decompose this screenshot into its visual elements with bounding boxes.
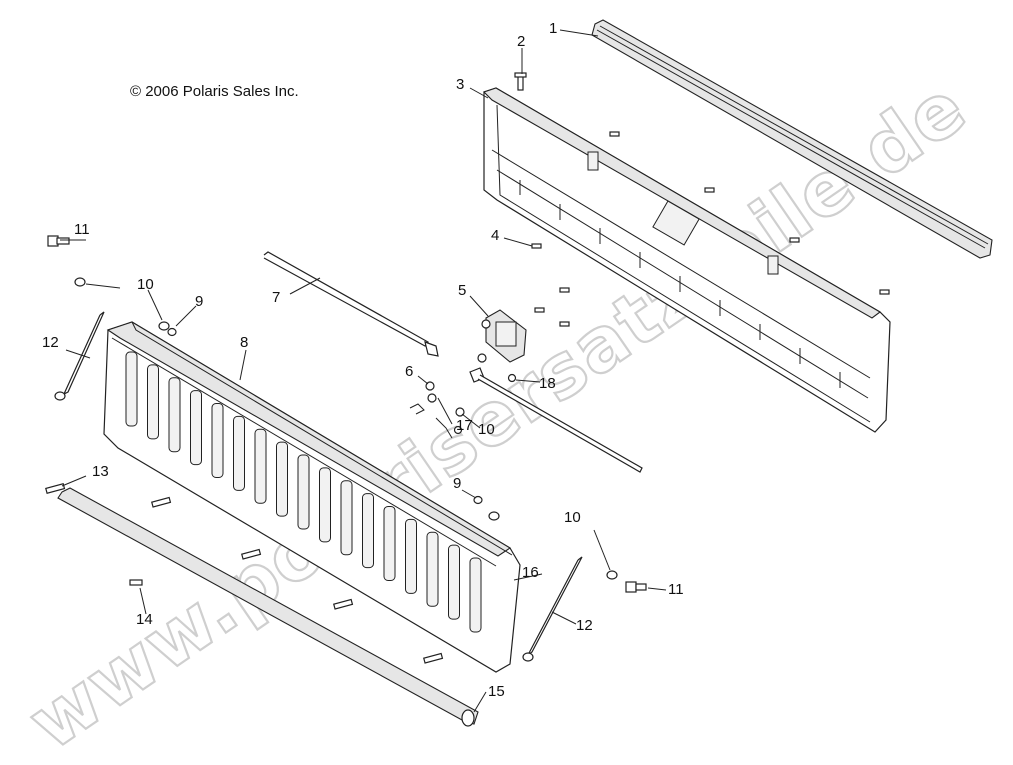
callout-2: 2: [517, 33, 525, 50]
callout-9-upper: 9: [195, 293, 203, 310]
callout-4: 4: [491, 227, 499, 244]
callout-9-lower: 9: [453, 475, 461, 492]
callout-16: 16: [522, 564, 539, 581]
panel-rib: [448, 544, 460, 620]
panel-rib: [147, 364, 159, 440]
latch-rod-7: [263, 251, 439, 357]
callout-5: 5: [458, 282, 466, 299]
support-cable-left: [54, 311, 105, 401]
callout-3: 3: [456, 76, 464, 93]
panel-rib: [362, 493, 374, 569]
washers: [74, 277, 618, 580]
latch-rod-18: [469, 367, 643, 473]
callout-7: 7: [272, 289, 280, 306]
panel-slot-group: [125, 351, 482, 633]
panel-rib: [426, 531, 439, 607]
panel-rib: [276, 441, 288, 517]
panel-rib: [297, 454, 310, 530]
panel-bolts: [45, 483, 444, 664]
screw-part-2: [514, 72, 527, 91]
panel-rib: [168, 377, 181, 453]
center-hardware: [409, 353, 517, 439]
callout-6: 6: [405, 363, 413, 380]
frame-screws: [531, 131, 890, 327]
callout-11-right: 11: [668, 581, 684, 598]
panel-rib: [190, 390, 202, 466]
support-cable-right: [522, 556, 583, 662]
panel-rib: [469, 557, 482, 633]
callout-11-left: 11: [74, 221, 90, 238]
copyright-text: © 2006 Polaris Sales Inc.: [130, 83, 299, 100]
lower-bar: [57, 487, 479, 727]
callout-14: 14: [136, 611, 153, 628]
callout-15: 15: [488, 683, 505, 700]
leader-lines: [60, 29, 667, 713]
latch-handle: [481, 309, 527, 363]
top-cap-rail: [591, 19, 993, 259]
callout-17: 17: [456, 417, 473, 434]
callout-18: 18: [539, 375, 556, 392]
callout-12-right: 12: [576, 617, 593, 634]
callout-10-upper: 10: [137, 276, 154, 293]
callout-12-left: 12: [42, 334, 59, 351]
panel-rib: [254, 428, 267, 504]
panel-rib: [405, 518, 417, 594]
inner-tailgate-frame: [482, 87, 891, 433]
callout-10-right: 10: [564, 509, 581, 526]
panel-rib: [125, 351, 138, 427]
panel-rib: [211, 403, 224, 478]
callout-1: 1: [549, 20, 557, 37]
callout-8: 8: [240, 334, 248, 351]
panel-rib: [340, 480, 353, 556]
bolt-part-11-right: [625, 581, 647, 593]
bolt-part-11-left: [47, 235, 70, 247]
panel-rib: [233, 415, 245, 491]
panel-rib: [319, 467, 331, 543]
callout-labels: 1 2 3 4 5 6 7 8 9 10 10 10 11 11 12 12 1…: [42, 20, 684, 700]
callout-10-center: 10: [478, 421, 495, 438]
callout-13: 13: [92, 463, 109, 480]
panel-rib: [383, 506, 396, 581]
